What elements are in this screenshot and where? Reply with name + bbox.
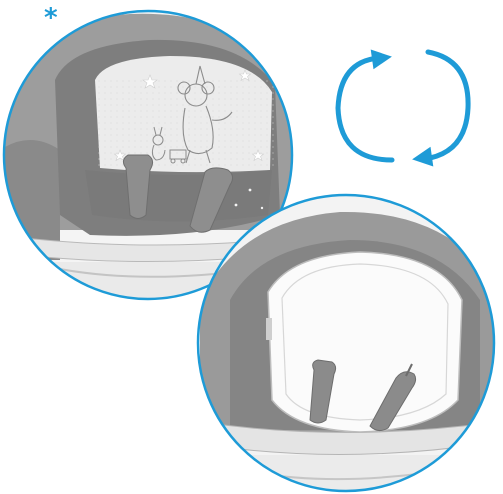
- circular-arrows-icon: [338, 47, 468, 170]
